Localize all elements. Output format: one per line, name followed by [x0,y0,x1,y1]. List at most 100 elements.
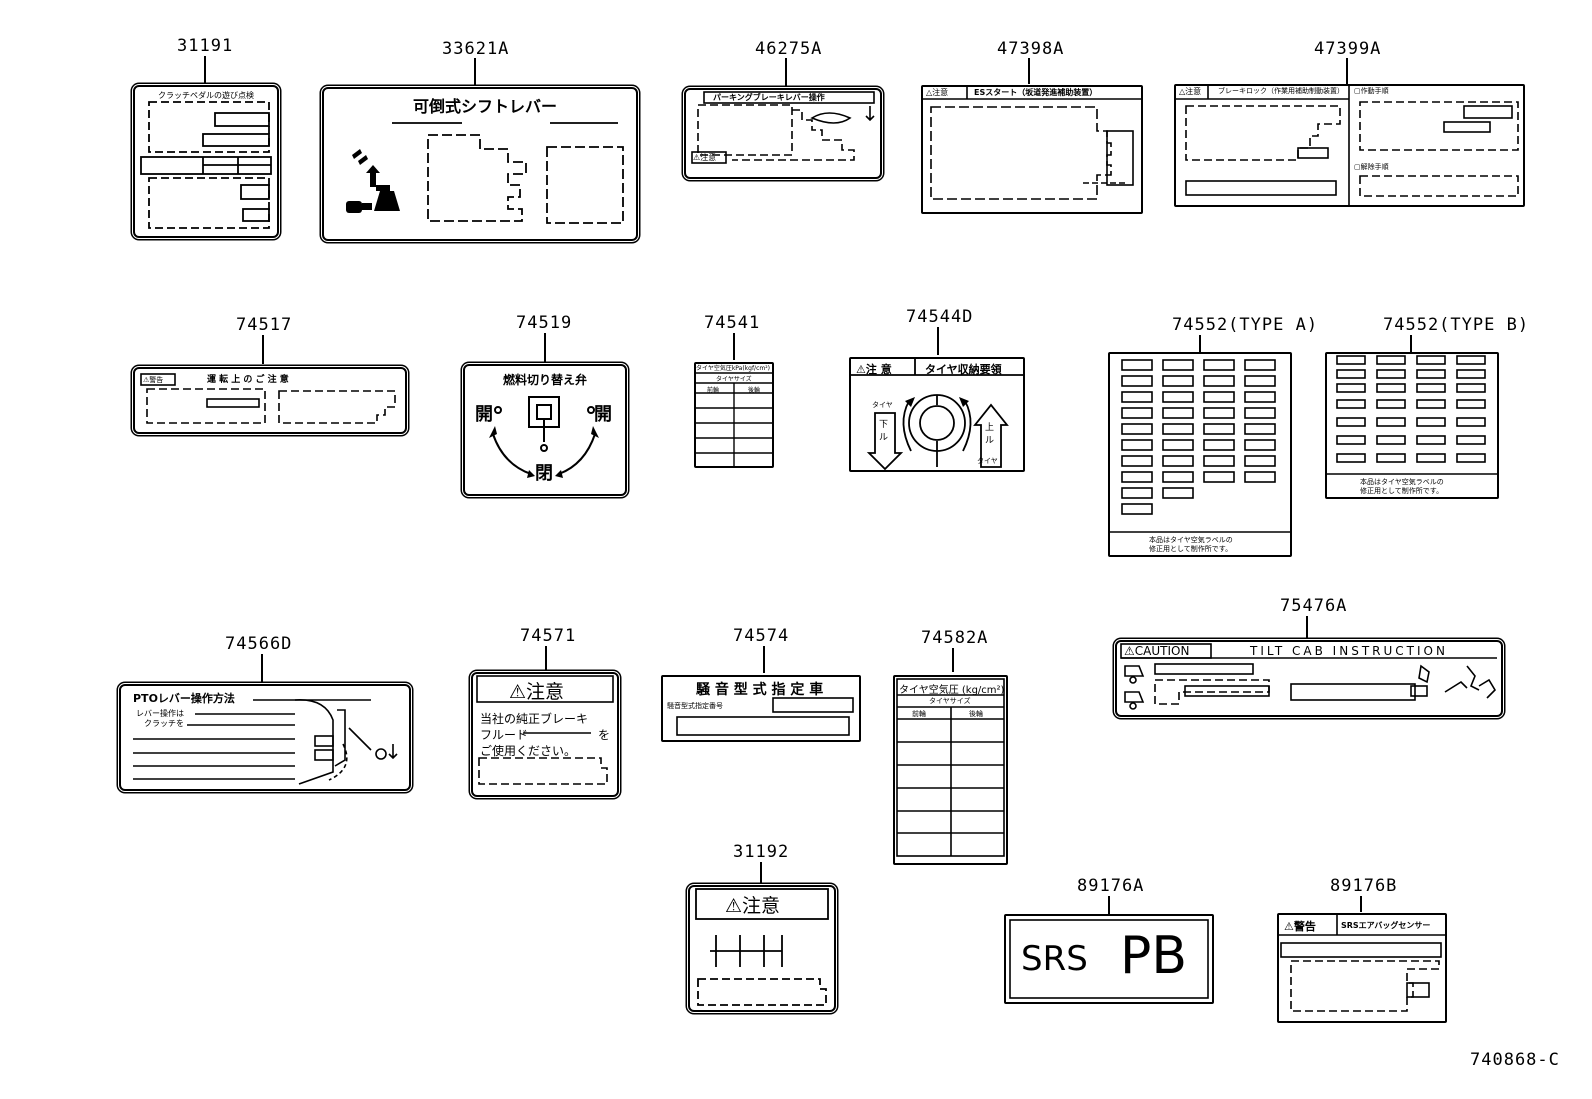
part-number-33621a: 33621A [442,39,510,59]
label-74552-type-a-footer-2: 修正用として制作所です。 [1149,545,1233,553]
label-75476a-title: TILT CAB INSTRUCTION [1250,644,1448,658]
part-number-31191: 31191 [177,36,234,56]
label-47399a-warn: △注意 [1179,87,1202,96]
label-74541-rear: 後輪 [748,387,761,394]
label-74541-header: タイヤ空気圧kPa(kgf/cm²) [696,365,770,372]
label-74552-type-b-footer-2: 修正用として制作所です。 [1360,487,1444,495]
label-89176b-title: SRSエアバッグセンサー [1341,921,1431,930]
label-74582a-table [896,678,1005,857]
label-31191 [133,85,279,238]
label-74544d-ru-left: ル [879,433,889,443]
label-74571-line-2: フルード [480,728,529,742]
label-33621a-title: 可倒式シフトレバー [413,97,558,116]
label-74552-type-b-footer-1: 本品はタイヤ空気ラベルの [1360,478,1444,486]
label-74571-frame [476,675,614,785]
label-74582a-rear: 後輪 [969,710,983,718]
label-74566d [119,684,411,791]
part-number-31192: 31192 [733,842,790,862]
label-31191-title: クラッチペダルの遊び点検 [158,91,254,100]
label-74517-drawing [140,373,396,424]
label-47399a-step1: ▢作動手順 [1354,87,1389,95]
label-74541-front: 前輪 [707,387,720,394]
label-47398a-warn: △注意 [926,88,949,97]
label-74574-title: 騒 音 型 式 指 定 車 [696,682,824,698]
label-74544d-warn: ⚠注 意 [856,363,892,376]
label-74519-title: 燃料切り替え弁 [503,373,588,387]
label-74519-valve-drawing [489,396,599,478]
part-number-74552-type-b: 74552(TYPE B) [1383,315,1530,335]
part-number-74566d: 74566D [225,634,293,654]
label-74544d-tire-right: タイヤ [977,457,998,465]
label-74566d-drawing [133,699,398,785]
label-74552-type-b-grid [1325,355,1499,475]
part-number-47398a: 47398A [997,39,1065,59]
part-number-74517: 74517 [236,315,293,335]
label-46275a-drawing [691,91,875,164]
part-number-46275a: 46275A [755,39,823,59]
label-31191-drawing [140,101,272,229]
label-47398a-drawing [921,85,1143,200]
label-46275a-warn: ⚠注意 [693,153,717,162]
label-74519-closed: 閉 [535,463,553,484]
label-74566d-line-2: クラッチを [144,719,184,728]
label-89176b-warn: ⚠警告 [1284,920,1316,933]
label-46275a-top: パーキングブレーキレバー操作 [713,93,825,102]
label-74552-type-a-footer-1: 本品はタイヤ空気ラベルの [1149,536,1233,544]
part-number-74544d: 74544D [906,307,974,327]
label-74544d-ru-right: ル [985,436,995,446]
label-74552-type-a-grid [1108,359,1292,533]
part-number-74519: 74519 [516,313,573,333]
label-74544d-up: 上 [985,423,995,433]
label-74544d-tire-left: タイヤ [872,401,893,409]
label-74519-open-left: 開 [475,404,493,425]
label-74519-open-right: 開 [594,404,612,425]
label-31192 [688,885,836,1012]
label-89176b [1277,913,1447,1023]
label-74571-line-2-suffix: を [598,728,611,742]
label-89176a-pb: PB [1120,926,1188,986]
label-74574-frame [676,697,854,736]
diagram-code: 740868-C [1470,1050,1560,1070]
label-74574 [661,675,861,742]
label-47399a-title: ブレーキロック（作業用補助制動装置） [1218,87,1344,95]
label-74566d-title: PTOレバー操作方法 [133,692,235,705]
label-74571 [471,672,619,797]
label-47399a-step2: ▢解除手順 [1354,163,1389,171]
part-number-74582a: 74582A [921,628,989,648]
label-75476a-drawing [1120,643,1497,710]
label-74541-table [694,372,774,468]
part-number-89176a: 89176A [1077,876,1145,896]
part-number-75476a: 75476A [1280,596,1348,616]
label-89176a-frame [1009,919,1209,999]
part-number-47399a: 47399A [1314,39,1382,59]
label-75476a [1115,640,1503,717]
label-74571-line-1: 当社の純正ブレーキ [480,712,589,726]
label-74571-line-3: ご使用ください。 [480,744,577,758]
part-number-74574: 74574 [733,626,790,646]
label-74544d-drawing [849,357,1025,471]
part-number-74571: 74571 [520,626,577,646]
label-33621a-drawing [346,122,624,224]
label-89176a-srs: SRS [1021,939,1088,979]
label-89176b-drawing [1277,913,1447,1012]
part-number-74552-type-a: 74552(TYPE A) [1172,315,1319,335]
label-74517-title: 運 転 上 の ご 注 意 [207,375,289,385]
label-74544d-down: 下 [879,420,889,430]
label-74582a-header: タイヤ空気圧 (kg/cm²) [899,685,1005,696]
label-75476a-caution: ⚠CAUTION [1124,644,1190,658]
label-47399a-drawing [1174,84,1519,207]
label-89176a [1004,914,1214,1004]
label-33621a [322,87,638,241]
label-74582a-front: 前輪 [912,710,926,718]
label-74571-title: ⚠注意 [509,681,565,703]
label-31192-title: ⚠注意 [725,895,781,917]
label-74517-warn: ⚠警告 [143,376,164,384]
label-31192-drawing [695,888,829,1006]
label-74574-subtitle: 騒音型式指定番号 [667,702,723,710]
part-number-74541: 74541 [704,313,761,333]
label-74541-tire-size: タイヤサイズ [716,376,752,383]
label-74566d-line-1: レバー操作は [136,709,184,718]
label-47398a-title: ESスタート（坂道発進補助装置） [974,88,1098,97]
label-74544d-title: タイヤ収納要領 [925,363,1002,376]
